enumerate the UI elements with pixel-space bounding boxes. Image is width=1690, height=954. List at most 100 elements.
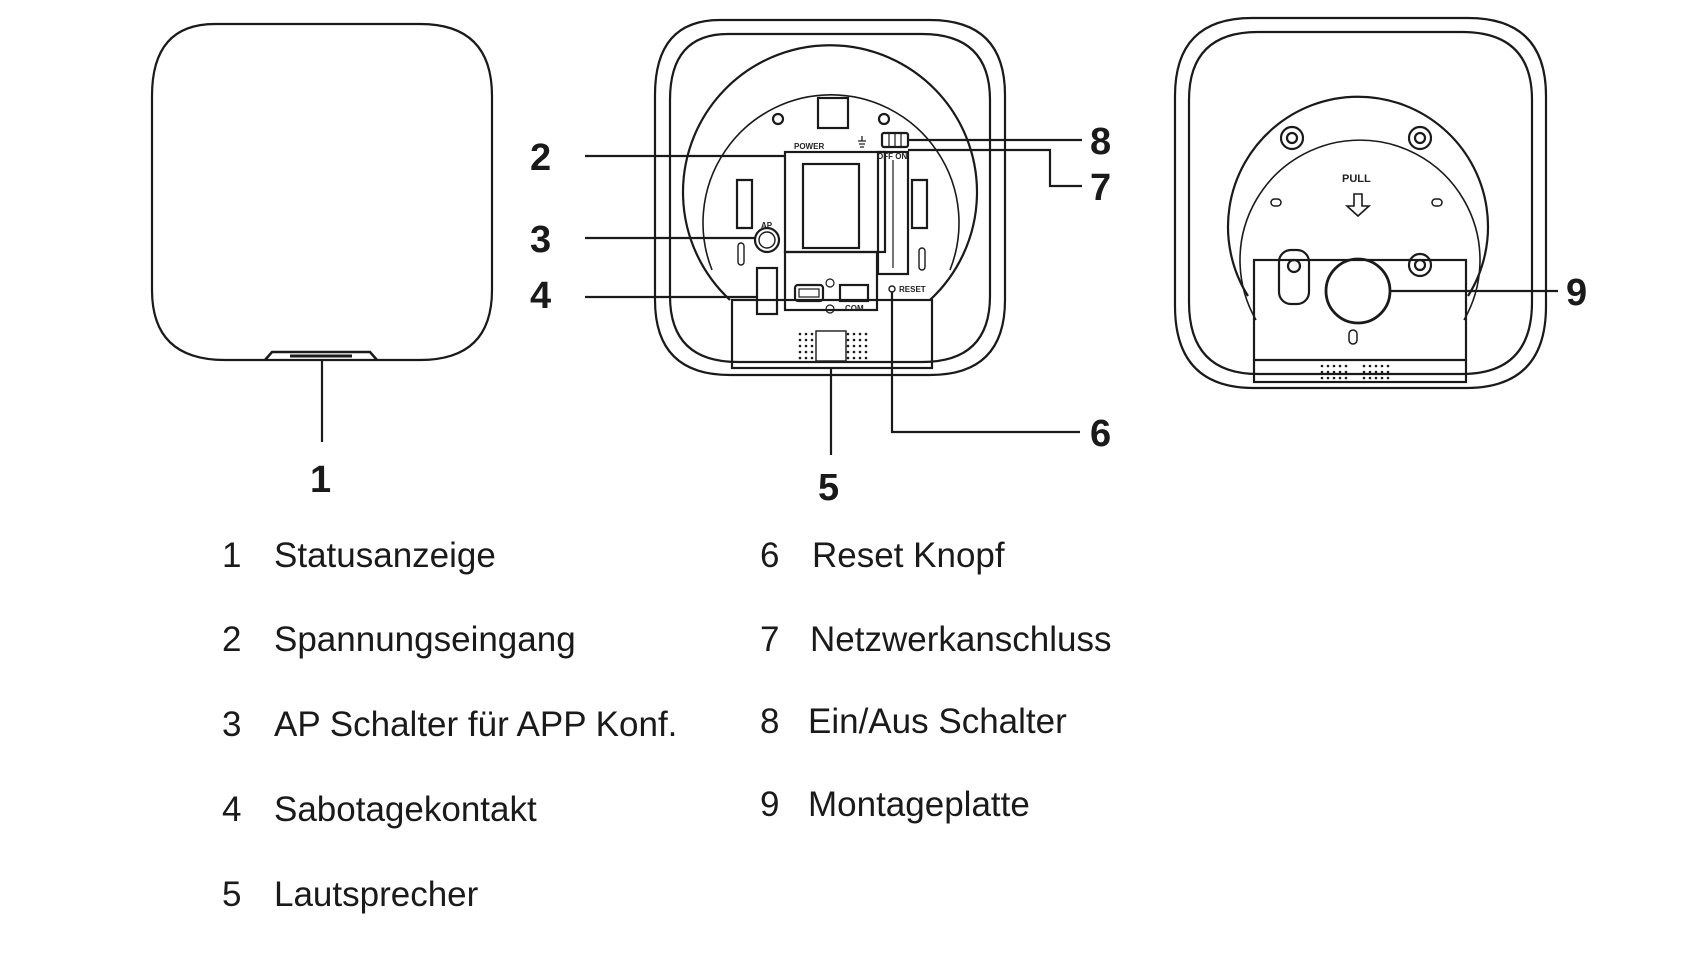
- callout-6: 6: [1090, 413, 1111, 455]
- grille-dot: [804, 338, 808, 342]
- grille-dot: [1332, 370, 1336, 374]
- legend-label: Reset Knopf: [812, 536, 1005, 575]
- grille-dot: [858, 344, 862, 348]
- grille-dot: [846, 332, 850, 336]
- callout-7: 7: [1090, 167, 1111, 209]
- grille-dot: [1332, 364, 1336, 368]
- grille-dot: [810, 344, 814, 348]
- speaker-grille-dots: [798, 332, 868, 360]
- legend-label: Montageplatte: [808, 785, 1030, 824]
- callout-2: 2: [530, 137, 551, 179]
- device-back-view: [585, 18, 1082, 455]
- grille-dot: [846, 338, 850, 342]
- grille-dot: [846, 356, 850, 360]
- grille-dot: [1338, 364, 1342, 368]
- grille-dot: [1344, 376, 1348, 380]
- grille-dot: [798, 344, 802, 348]
- label-reset: RESET: [899, 285, 926, 294]
- grille-dot: [852, 332, 856, 336]
- legend-number: 2: [222, 620, 242, 659]
- legend-label: Ein/Aus Schalter: [808, 702, 1067, 741]
- grille-dot: [804, 356, 808, 360]
- grille-dot: [1374, 364, 1378, 368]
- grille-dot: [810, 350, 814, 354]
- grille-dot: [810, 356, 814, 360]
- legend-number: 9: [760, 785, 780, 824]
- grille-dot: [864, 332, 868, 336]
- grille-dot: [1320, 376, 1324, 380]
- grille-dot: [1320, 364, 1324, 368]
- legend-label: Lautsprecher: [274, 875, 479, 914]
- grille-dot: [1380, 364, 1384, 368]
- speaker-grille: [815, 330, 847, 362]
- tamper-contact: [755, 266, 779, 316]
- device-mounting-plate-view: [1173, 16, 1558, 390]
- legend-number: 5: [222, 875, 242, 914]
- grille-dot: [864, 338, 868, 342]
- grille-dot: [1380, 376, 1384, 380]
- grille-dot: [1386, 376, 1390, 380]
- grille-dot: [804, 332, 808, 336]
- grille-dot: [1368, 364, 1372, 368]
- grille-dot: [864, 356, 868, 360]
- grille-dot: [1362, 370, 1366, 374]
- grille-dot: [1326, 376, 1330, 380]
- grille-dot: [798, 338, 802, 342]
- callout-1: 1: [310, 459, 331, 501]
- grille-dot: [852, 344, 856, 348]
- grille-dot: [1332, 376, 1336, 380]
- label-switch: OFF ON: [877, 152, 907, 161]
- mounting-plate-knob: [1324, 257, 1392, 325]
- grille-dot: [1326, 370, 1330, 374]
- grille-dot: [1338, 370, 1342, 374]
- label-ap: AP: [761, 221, 773, 230]
- grille-dot: [798, 350, 802, 354]
- grille-dot: [846, 344, 850, 348]
- grille-dot: [1368, 370, 1372, 374]
- legend-number: 7: [760, 620, 780, 659]
- label-com: COM: [845, 304, 864, 313]
- grille-dot: [1386, 364, 1390, 368]
- callout-8: 8: [1090, 121, 1111, 163]
- label-power: POWER: [794, 142, 824, 151]
- grille-dot: [1374, 376, 1378, 380]
- legend-label: Sabotagekontakt: [274, 790, 537, 829]
- speaker-grille-dots-mount: [1320, 364, 1390, 380]
- legend-number: 1: [222, 536, 242, 575]
- grille-dot: [1362, 376, 1366, 380]
- grille-dot: [798, 356, 802, 360]
- callout-4: 4: [530, 275, 551, 317]
- grille-dot: [1320, 370, 1324, 374]
- grille-dot: [1344, 364, 1348, 368]
- leader-line-6: [890, 292, 1080, 434]
- legend-number: 6: [760, 536, 780, 575]
- grille-dot: [1380, 370, 1384, 374]
- ap-button: [753, 226, 781, 254]
- grille-dot: [858, 332, 862, 336]
- label-pull: PULL: [1342, 173, 1371, 185]
- callout-5: 5: [818, 467, 839, 509]
- grille-dot: [810, 332, 814, 336]
- grille-dot: [798, 332, 802, 336]
- device-front-view: [150, 22, 494, 442]
- grille-dot: [804, 350, 808, 354]
- reset-button: [888, 285, 896, 293]
- grille-dot: [858, 338, 862, 342]
- grille-dot: [864, 344, 868, 348]
- grille-dot: [1368, 376, 1372, 380]
- grille-dot: [1326, 364, 1330, 368]
- grille-dot: [852, 350, 856, 354]
- legend-number: 8: [760, 702, 780, 741]
- legend-label: AP Schalter für APP Konf.: [274, 705, 678, 744]
- device-diagram: POWER AP OFF ON COM RESET PULL 1 2 3 4 5…: [150, 16, 1587, 509]
- grille-dot: [858, 356, 862, 360]
- legend-number: 4: [222, 790, 242, 829]
- grille-dot: [810, 338, 814, 342]
- grille-dot: [1338, 376, 1342, 380]
- leader-line-7: [908, 148, 1082, 188]
- grille-dot: [1344, 370, 1348, 374]
- grille-dot: [846, 350, 850, 354]
- status-indicator-led: [264, 350, 378, 361]
- grille-dot: [1386, 370, 1390, 374]
- legend-label: Statusanzeige: [274, 536, 496, 575]
